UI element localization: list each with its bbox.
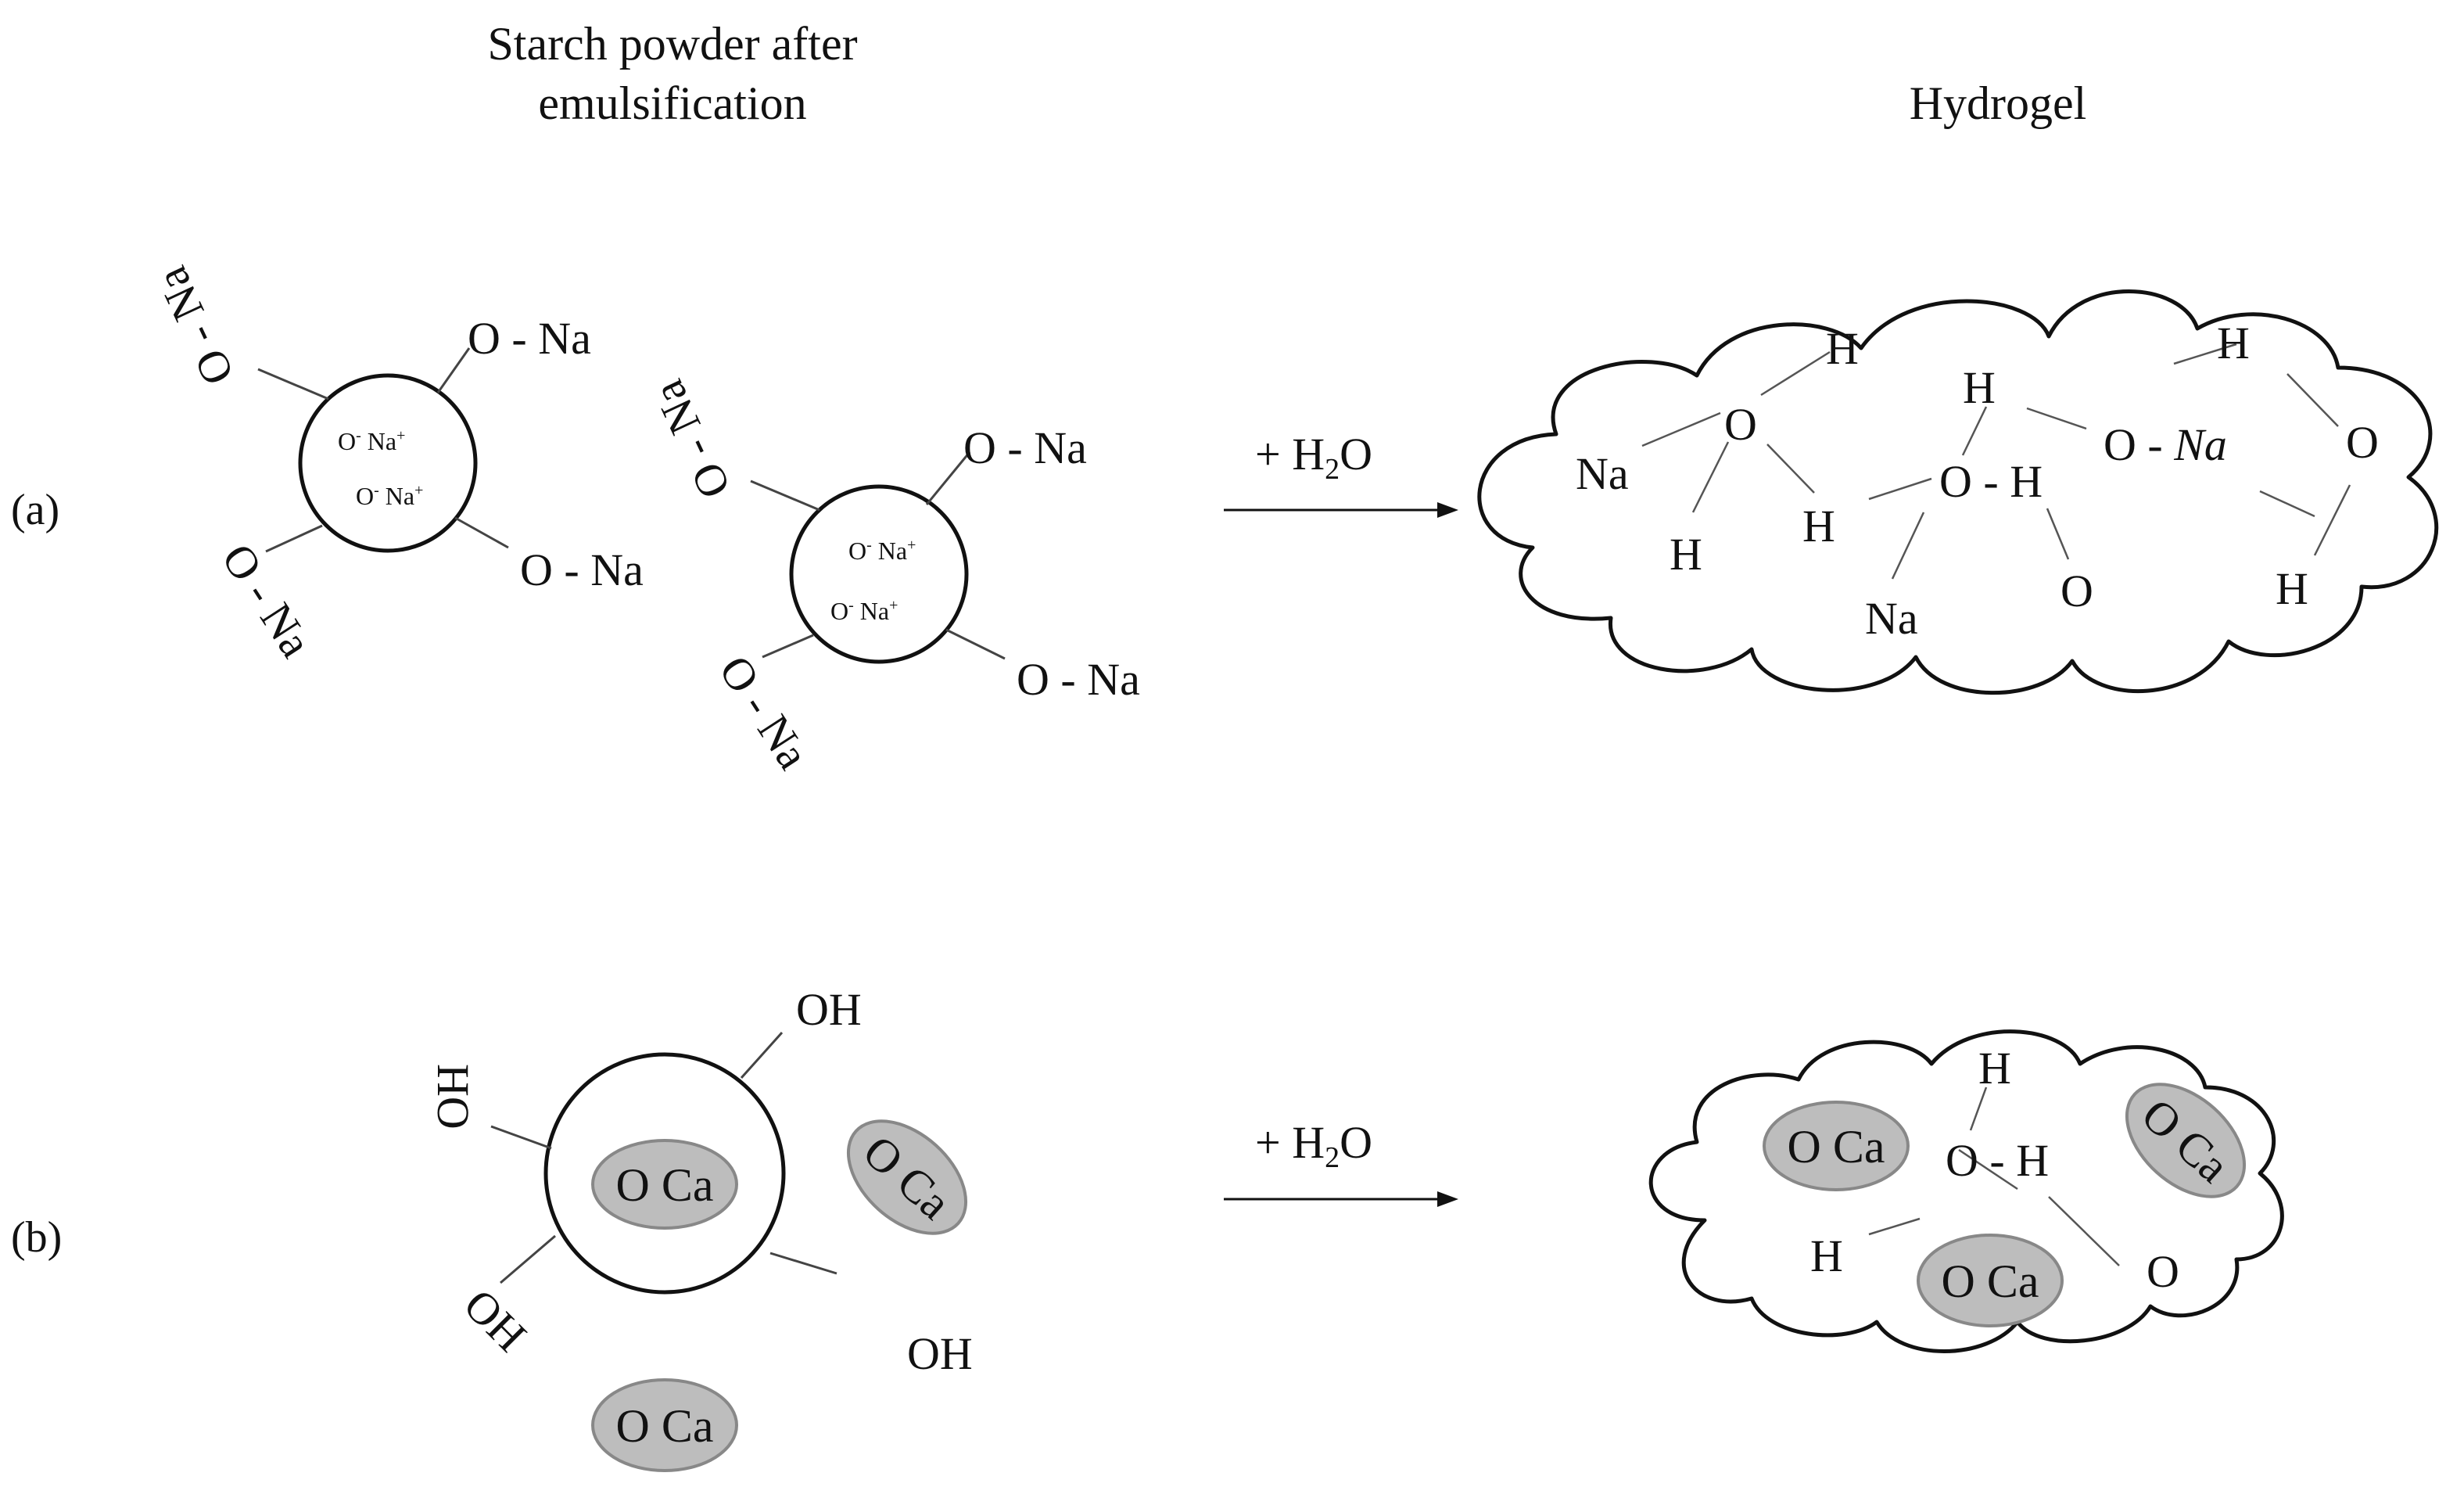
oca-label: O Ca: [616, 1159, 714, 1211]
reaction-water-label: + H2O: [1255, 1117, 1372, 1174]
cloud-atom: Na: [1865, 593, 1918, 644]
cloud-atom: Na: [1576, 448, 1629, 499]
cloud-atom: H: [2276, 563, 2308, 614]
ligand-ho-rotated: HO: [428, 1064, 479, 1130]
oca-ellipse: [1917, 1234, 2064, 1327]
cloud-shape: [1477, 289, 2439, 695]
ligand-o-na: O - Na: [468, 313, 591, 364]
ligand-o-na-rotated: O - Na: [709, 647, 819, 778]
cloud-atom: O: [2061, 566, 2093, 616]
cloud-atom: H: [1810, 1230, 1843, 1281]
oca-label: O Ca: [1788, 1121, 1885, 1173]
panel-label-b: (b): [11, 1213, 62, 1262]
header-starch-line2: emulsification: [538, 77, 806, 129]
cloud-atom: H: [1670, 529, 1702, 580]
starch-granule-a2: O- Na+ O- Na+: [750, 451, 1006, 664]
oca-label: O Ca: [616, 1400, 714, 1452]
cloud-atom: O: [2346, 417, 2379, 468]
core-ion-label: O- Na+: [338, 427, 405, 455]
core-ion-label: O- Na+: [848, 537, 916, 565]
arrowhead-icon: [1437, 1191, 1458, 1207]
oca-rotated: O Ca: [2125, 1083, 2247, 1198]
starch-granule-a1: O- Na+ O- Na+: [257, 347, 509, 553]
ligand-o-na: O - Na: [520, 544, 644, 595]
oca-label: O Ca: [1942, 1255, 2039, 1307]
ligand-oh: OH: [796, 984, 862, 1035]
core-ion-label: O- Na+: [356, 482, 423, 510]
granule-circle: [298, 373, 478, 553]
ligand-o-na-rotated: O - Na: [642, 372, 741, 506]
core-ion-label: O- Na+: [830, 597, 898, 625]
cloud-atom: O - Na: [2104, 419, 2227, 470]
ligand-oh-rotated: OH: [454, 1279, 536, 1361]
oca-ellipse: [591, 1378, 738, 1472]
oca-free-rotated: O Ca: [846, 1119, 968, 1235]
cloud-atom: H: [1802, 501, 1835, 551]
cloud-atom: O: [1724, 399, 1757, 450]
cloud-atom: O - H: [1939, 456, 2043, 507]
oca-ellipse: [846, 1119, 968, 1235]
ligand-o-na-rotated: O - Na: [145, 259, 244, 393]
oca-ellipse: [2125, 1083, 2247, 1198]
cloud-atom: H: [1978, 1043, 2011, 1094]
reaction-water-label: + H2O: [1255, 429, 1372, 486]
hydrogel-cloud-a: Na O H H H H O - H Na O O - Na H O H: [1477, 289, 2439, 695]
cloud-atom: H: [1963, 362, 1996, 413]
ligand-o-na-rotated: O - Na: [212, 535, 321, 666]
ligand-o-na: O - Na: [963, 422, 1087, 473]
cloud-atom: O - H: [1946, 1135, 2049, 1186]
ligand-o-na: O - Na: [1017, 654, 1140, 705]
panel-label-a: (a): [11, 486, 59, 534]
granule-circle: [789, 484, 969, 664]
header-starch-line1: Starch powder after: [487, 18, 857, 70]
starch-granule-b: O Ca: [490, 1031, 837, 1295]
cloud-atom: O: [2147, 1246, 2179, 1297]
arrowhead-icon: [1437, 502, 1458, 518]
header-hydrogel: Hydrogel: [1910, 77, 2087, 129]
cloud-atom: H: [1826, 323, 1859, 374]
ligand-oh: OH: [907, 1328, 973, 1379]
oca-ellipse: [591, 1139, 738, 1230]
hydrogel-cloud-b: O Ca O Ca O Ca H O - H H O: [1648, 1029, 2284, 1353]
cloud-atom: H: [2217, 318, 2250, 368]
oca-free: O Ca: [591, 1378, 738, 1472]
oca-ellipse: [1763, 1101, 1910, 1191]
